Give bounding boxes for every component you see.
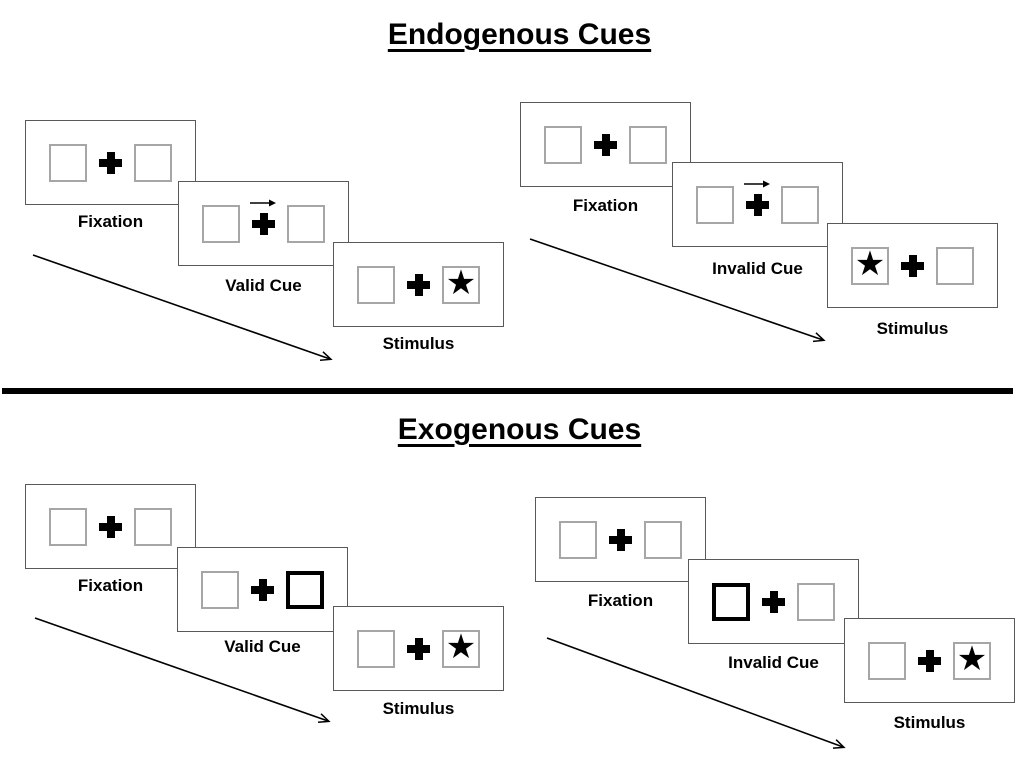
- card-label: Fixation: [77, 212, 144, 231]
- fixation-card: [520, 102, 691, 187]
- left-box: [201, 570, 239, 609]
- cue-box: [286, 570, 324, 609]
- fixation-cross-icon: [918, 649, 941, 672]
- left-box: [49, 143, 87, 182]
- fixation-cross-icon: [762, 590, 785, 613]
- target-box: ★: [953, 639, 991, 680]
- valid-cue-card: [177, 547, 348, 632]
- timeline-arrow: [32, 254, 333, 362]
- cue-box: [712, 582, 750, 621]
- fixation-cross-icon: [901, 254, 924, 277]
- left-box: [357, 265, 395, 304]
- left-box: [559, 520, 597, 559]
- timeline-arrow: [529, 238, 826, 343]
- fixation-card: [25, 484, 196, 569]
- stimulus-card: ★: [844, 618, 1015, 703]
- target-box: ★: [851, 244, 889, 285]
- star-icon: ★: [956, 639, 988, 679]
- fixation-card: [535, 497, 706, 582]
- right-box: [644, 520, 682, 559]
- card-label: Fixation: [572, 196, 639, 215]
- card-label: Invalid Cue: [728, 653, 819, 672]
- invalid-cue-card: [688, 559, 859, 644]
- left-box: [544, 125, 582, 164]
- card-label: Valid Cue: [224, 637, 301, 656]
- stimulus-card: ★: [333, 606, 504, 691]
- left-box: [696, 185, 734, 224]
- right-box: [134, 507, 172, 546]
- fixation-cross-icon: [99, 151, 122, 174]
- fixation-card: [25, 120, 196, 205]
- fixation-cross-icon: [609, 528, 632, 551]
- fixation-cross-icon: [744, 180, 770, 216]
- invalid-cue-card: [672, 162, 843, 247]
- valid-cue-card: [178, 181, 349, 266]
- card-label: Valid Cue: [225, 276, 302, 295]
- cue-arrow-icon: [249, 196, 277, 208]
- left-box: [357, 629, 395, 668]
- stimulus-card: ★: [333, 242, 504, 327]
- target-box: ★: [442, 263, 480, 304]
- exogenous-title-text: Exogenous Cues: [397, 413, 642, 446]
- card-label: Stimulus: [876, 319, 949, 338]
- right-box: [629, 125, 667, 164]
- star-icon: ★: [854, 244, 886, 284]
- card-label: Stimulus: [382, 334, 455, 353]
- left-box: [49, 507, 87, 546]
- card-label: Invalid Cue: [712, 259, 803, 278]
- target-box: ★: [442, 627, 480, 668]
- section-divider: [2, 388, 1013, 394]
- card-label: Stimulus: [382, 699, 455, 718]
- right-box: [936, 246, 974, 285]
- card-label: Fixation: [587, 591, 654, 610]
- fixation-cross-icon: [594, 133, 617, 156]
- cue-arrow-icon: [743, 177, 771, 189]
- exogenous-title: Exogenous Cues: [8, 413, 1023, 447]
- right-box: [287, 204, 325, 243]
- left-box: [202, 204, 240, 243]
- star-icon: ★: [445, 627, 477, 667]
- timeline-arrow: [34, 617, 331, 724]
- endogenous-title: Endogenous Cues: [8, 18, 1023, 52]
- right-box: [134, 143, 172, 182]
- right-box: [797, 582, 835, 621]
- right-box: [781, 185, 819, 224]
- fixation-cross-icon: [407, 637, 430, 660]
- stimulus-card: ★: [827, 223, 998, 308]
- card-label: Stimulus: [893, 713, 966, 732]
- fixation-cross-icon: [250, 199, 276, 235]
- left-box: [868, 641, 906, 680]
- fixation-cross-icon: [251, 578, 274, 601]
- star-icon: ★: [445, 263, 477, 303]
- fixation-cross-icon: [407, 273, 430, 296]
- fixation-cross-icon: [99, 515, 122, 538]
- endogenous-title-text: Endogenous Cues: [387, 18, 652, 51]
- card-label: Fixation: [77, 576, 144, 595]
